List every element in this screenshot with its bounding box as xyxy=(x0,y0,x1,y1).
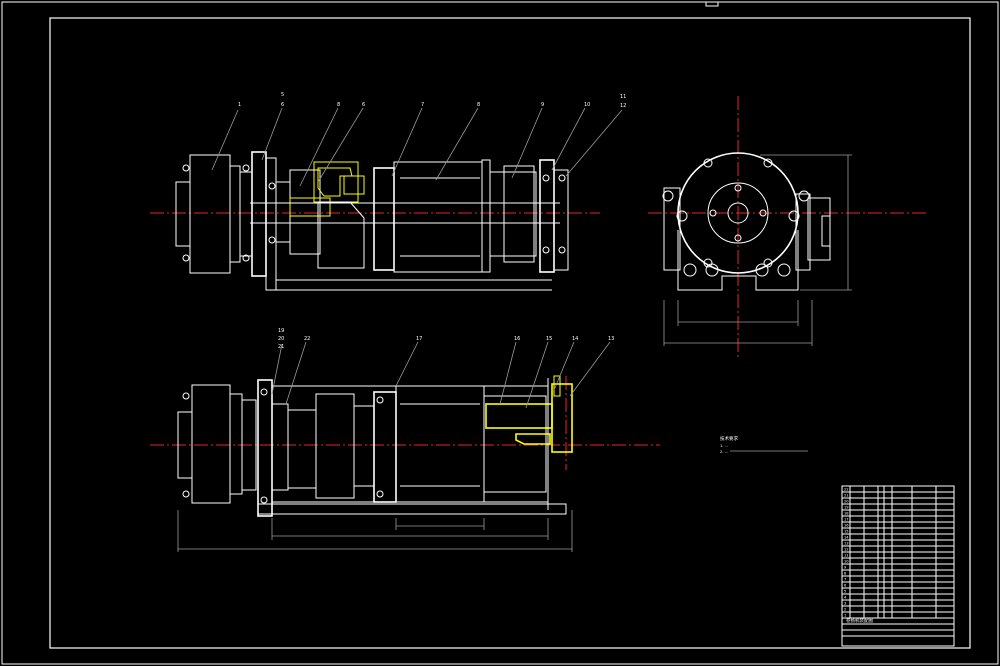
bom-row-number: 5 xyxy=(844,590,846,594)
balloon-label: 8 xyxy=(337,102,340,108)
notes-line: 2. ... xyxy=(720,450,728,454)
balloon-label: 6 xyxy=(281,102,284,108)
bom-row-number: 8 xyxy=(844,572,847,576)
balloon-label: 10 xyxy=(584,102,590,108)
bom-row-number: 3 xyxy=(844,602,846,606)
top-view-balloons: 1 5 6 8 6 7 8 9 10 11 12 xyxy=(238,92,626,109)
balloon-label: 21 xyxy=(278,344,284,350)
front-view-balloons: 19 20 21 22 17 16 15 14 13 xyxy=(278,328,614,350)
balloon-label: 16 xyxy=(514,336,520,342)
balloon-label: 19 xyxy=(278,328,284,334)
bom-row-number: 2 xyxy=(844,608,846,612)
bom-row-number: 16 xyxy=(844,524,849,528)
balloon-label: 8 xyxy=(477,102,480,108)
balloon-label: 7 xyxy=(421,102,424,108)
bom-row-number: 18 xyxy=(844,512,849,516)
balloon-label: 15 xyxy=(546,336,552,342)
side-view xyxy=(648,96,928,360)
bom-row-number: 9 xyxy=(844,566,847,570)
bom-row-number: 6 xyxy=(844,584,847,588)
title-block: 22212019181716151413121110987654321卷扬机装配… xyxy=(841,485,955,647)
balloon-label: 9 xyxy=(541,102,544,108)
technical-notes: 技术要求 1. ... 2. ... xyxy=(720,435,808,454)
inner-frame xyxy=(49,17,971,649)
notes-title: 技术要求 xyxy=(720,435,738,442)
bom-row-number: 21 xyxy=(844,494,849,498)
balloon-label: 12 xyxy=(620,103,626,109)
bom-row-number: 17 xyxy=(844,518,849,522)
balloon-label: 5 xyxy=(281,92,284,98)
notes-line: 1. ... xyxy=(720,444,728,448)
balloon-label: 17 xyxy=(416,336,422,342)
frame-mark xyxy=(705,1,719,7)
bom-row-number: 15 xyxy=(844,530,849,534)
bom-row-number: 22 xyxy=(844,488,849,492)
top-view xyxy=(150,107,623,291)
balloon-label: 11 xyxy=(620,94,626,100)
balloon-label: 13 xyxy=(608,336,614,342)
balloon-label: 20 xyxy=(278,336,284,342)
title-block-drawing-title: 卷扬机装配图 xyxy=(846,617,873,624)
balloon-label: 1 xyxy=(238,102,241,108)
bom-row-number: 19 xyxy=(844,506,849,510)
balloon-label: 6 xyxy=(362,102,365,108)
bom-row-number: 11 xyxy=(844,554,849,558)
bom-row-number: 12 xyxy=(844,548,849,552)
bom-row-number: 10 xyxy=(844,560,849,564)
bom-row-number: 7 xyxy=(844,578,846,582)
balloon-label: 22 xyxy=(304,336,310,342)
bom-row-number: 20 xyxy=(844,500,849,504)
bom-row-number: 14 xyxy=(844,536,849,540)
bom-row-number: 13 xyxy=(844,542,849,546)
balloon-label: 14 xyxy=(572,336,578,342)
bom-row-number: 4 xyxy=(844,596,847,600)
bom-row-number: 1 xyxy=(844,614,846,618)
front-view xyxy=(150,341,660,552)
